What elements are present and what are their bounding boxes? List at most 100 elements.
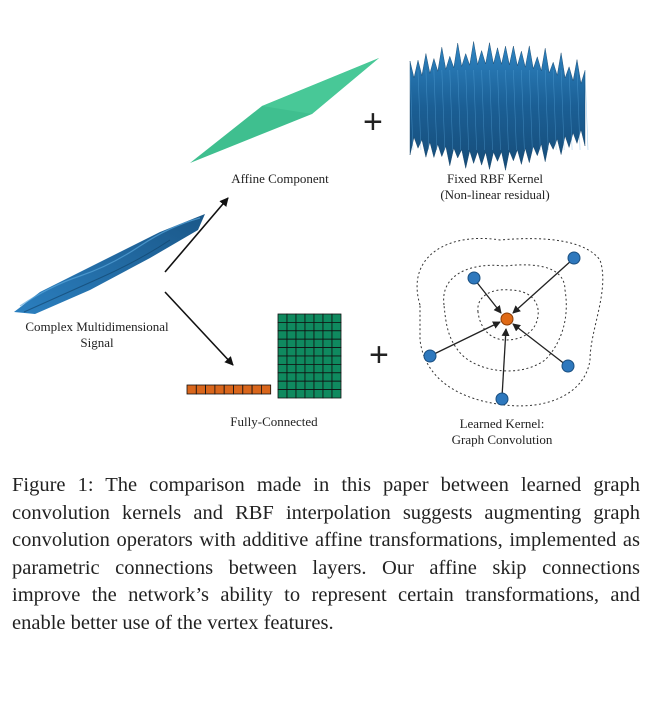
rbf-ridge-line — [544, 69, 549, 151]
weight-matrix-cell — [331, 313, 342, 323]
bias-vector-cell — [205, 384, 216, 395]
weight-matrix-cell — [313, 363, 324, 374]
weight-matrix-cell — [313, 338, 324, 349]
graph-node — [495, 392, 509, 406]
weight-matrix-cell — [304, 347, 315, 357]
learned-kernel-label-line-2: Graph Convolution — [451, 432, 553, 447]
weight-matrix-cell — [295, 372, 306, 382]
weight-matrix-cell — [322, 347, 333, 357]
weight-matrix-cell — [295, 313, 306, 323]
weight-matrix-cell — [304, 321, 315, 332]
figure-1: + + Affine Component Fixed RBF Kernel (N… — [4, 41, 604, 448]
weight-matrix-cell — [286, 330, 297, 340]
center-node — [500, 312, 514, 326]
rbf-surface — [409, 41, 589, 171]
learned-kernel-label: Learned Kernel: Graph Convolution — [432, 416, 572, 448]
affine-label: Affine Component — [231, 171, 329, 186]
weight-matrix-cell — [295, 355, 306, 365]
weight-matrix-cell — [304, 330, 315, 340]
weight-matrix-cell — [277, 338, 288, 349]
graph-node — [567, 251, 581, 265]
bias-vector — [186, 384, 272, 395]
rbf-ridge-line — [568, 69, 573, 151]
weight-matrix-cell — [295, 363, 306, 374]
weight-matrix-cell — [277, 380, 288, 391]
bias-vector-cell — [186, 384, 197, 395]
bias-vector-cell — [214, 384, 225, 395]
rbf-ridge-line — [513, 69, 517, 151]
weight-matrix-cell — [295, 338, 306, 349]
graph-node — [423, 349, 437, 363]
weight-matrix-cell — [331, 380, 342, 391]
weight-matrix-cell — [286, 372, 297, 382]
weight-matrix-cell — [322, 321, 333, 332]
rbf-ridge-line — [441, 69, 446, 151]
weight-matrix-cell — [331, 389, 342, 399]
rbf-ridge-line — [497, 69, 501, 151]
weight-matrix-cell — [304, 338, 315, 349]
weight-matrix-cell — [331, 363, 342, 374]
weight-matrix-cell — [304, 363, 315, 374]
fully-connected-label: Fully-Connected — [230, 414, 318, 429]
weight-matrix-cell — [277, 389, 288, 399]
learned-kernel-label-line-1: Learned Kernel: — [459, 416, 545, 431]
bias-vector-cell — [242, 384, 253, 395]
bias-vector-cell — [195, 384, 207, 395]
rbf-label-line-2: (Non-linear residual) — [440, 187, 550, 202]
signal-label-line-2: Signal — [80, 335, 114, 350]
signal-label-line-1: Complex Multidimensional — [25, 319, 169, 334]
weight-matrix-cell — [286, 380, 297, 391]
graph-node — [561, 359, 575, 373]
plus-sign-bottom: + — [369, 336, 389, 374]
weight-matrix-cell — [313, 355, 324, 365]
weight-matrix-cell — [331, 338, 342, 349]
figure-caption: Figure 1: The comparison made in this pa… — [12, 474, 640, 634]
weight-matrix-cell — [331, 347, 342, 357]
weight-matrix-cell — [277, 363, 288, 374]
bias-vector-cell — [260, 384, 272, 395]
rbf-ridge-line — [489, 69, 493, 151]
weight-matrix-cell — [295, 389, 306, 399]
rbf-ridge-line — [425, 69, 430, 151]
weight-matrix-cell — [304, 355, 315, 365]
rbf-ridge-line — [552, 69, 557, 151]
rbf-ridge-line — [584, 69, 589, 151]
weight-matrix-cell — [304, 389, 315, 399]
weight-matrix-cell — [322, 372, 333, 382]
rbf-ridge-line — [560, 69, 565, 151]
weight-matrix-cell — [286, 347, 297, 357]
graph-node — [467, 271, 481, 285]
bias-vector-cell — [223, 384, 234, 395]
weight-matrix-cell — [277, 321, 288, 332]
rbf-ridge-line — [529, 69, 533, 151]
signal-surface — [14, 214, 205, 314]
weight-matrix — [277, 313, 342, 399]
rbf-ridge-line — [505, 69, 509, 151]
bias-vector-cell — [233, 384, 244, 395]
signal-label: Complex Multidimensional Signal — [4, 319, 190, 351]
weight-matrix-cell — [304, 313, 315, 323]
rbf-ridge-line — [465, 69, 469, 151]
weight-matrix-cell — [277, 355, 288, 365]
kernel-contour-inner — [477, 289, 539, 341]
weight-matrix-cell — [286, 321, 297, 332]
bias-vector-cell — [251, 384, 262, 395]
kernel-contour-outer — [416, 237, 604, 407]
rbf-ridge-line — [576, 69, 581, 151]
weight-matrix-cell — [295, 321, 306, 332]
weight-matrix-cell — [322, 313, 333, 323]
weight-matrix-cell — [286, 389, 297, 399]
rbf-ridge-line — [409, 69, 414, 151]
rbf-ridge-line — [521, 69, 525, 151]
weight-matrix-cell — [304, 380, 315, 391]
weight-matrix-cell — [331, 330, 342, 340]
weight-matrix-cell — [322, 330, 333, 340]
weight-matrix-cell — [295, 330, 306, 340]
weight-matrix-cell — [277, 347, 288, 357]
weight-matrix-cell — [313, 380, 324, 391]
weight-matrix-cell — [331, 321, 342, 332]
arrow-to-affine — [164, 197, 229, 273]
weight-matrix-cell — [313, 330, 324, 340]
weight-matrix-cell — [322, 355, 333, 365]
weight-matrix-cell — [322, 380, 333, 391]
